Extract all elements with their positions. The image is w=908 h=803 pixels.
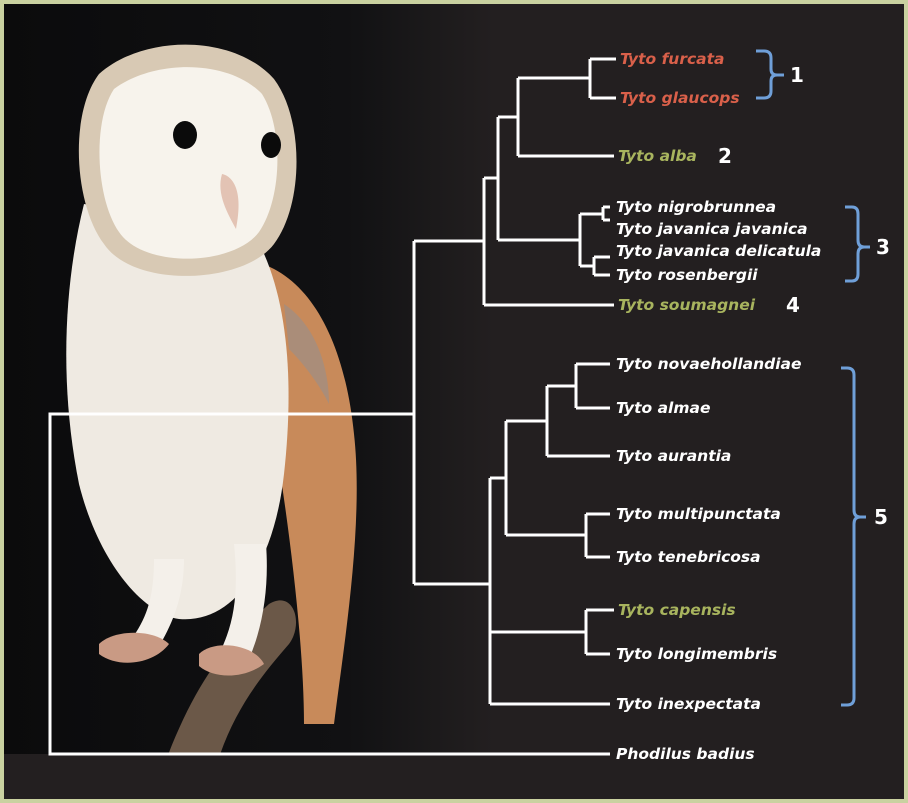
branch-alba-group3	[498, 117, 580, 240]
taxon-label: Tyto javanica javanica	[616, 220, 808, 238]
branch-nigrobrunnea-javanica	[603, 207, 610, 220]
branch-group5	[490, 478, 506, 669]
branch-furcata-glaucops	[518, 59, 616, 98]
branch-aurantia	[547, 386, 610, 456]
taxon-label: Phodilus badius	[616, 745, 755, 763]
branch-delicatula-rosenbergii	[594, 257, 610, 275]
taxon-label: Tyto novaehollandiae	[616, 355, 802, 373]
taxon-label: Tyto soumagnei	[618, 296, 755, 314]
branch-alba	[518, 78, 614, 156]
tree-branches	[50, 59, 616, 754]
bracket-group-3	[845, 207, 864, 281]
group-number: 4	[786, 294, 800, 316]
group-brackets	[756, 51, 870, 705]
bracket-group-5	[841, 368, 860, 705]
group-number: 5	[874, 506, 888, 528]
taxon-label: Tyto aurantia	[616, 447, 731, 465]
branch-inexpectata	[490, 632, 610, 704]
taxon-label: Tyto multipunctata	[616, 505, 781, 523]
group-number: 1	[790, 64, 804, 86]
taxon-label: Tyto almae	[616, 399, 710, 417]
taxon-label: Tyto inexpectata	[616, 695, 761, 713]
phylogenetic-tree	[4, 4, 904, 799]
taxon-label: Tyto javanica delicatula	[616, 242, 821, 260]
phylogeny-figure: Tyto furcata Tyto glaucops Tyto alba Tyt…	[4, 4, 904, 799]
branch-capensis-longimembris	[586, 610, 614, 654]
taxon-label: Tyto tenebricosa	[616, 548, 761, 566]
branch-novaehollandiae-almae	[576, 364, 610, 408]
branch-tyto	[414, 241, 490, 584]
branch-multipunctata-tenebricosa	[586, 514, 610, 557]
taxon-label: Tyto longimembris	[616, 645, 777, 663]
taxon-label: Tyto glaucops	[620, 89, 740, 107]
group-number: 2	[718, 145, 732, 167]
taxon-label: Tyto alba	[618, 147, 697, 165]
taxon-label: Tyto capensis	[618, 601, 736, 619]
taxon-label: Tyto furcata	[620, 50, 725, 68]
taxon-label: Tyto rosenbergii	[616, 266, 758, 284]
group-number: 3	[876, 236, 890, 258]
taxon-label: Tyto nigrobrunnea	[616, 198, 776, 216]
bracket-group-1	[756, 51, 777, 98]
